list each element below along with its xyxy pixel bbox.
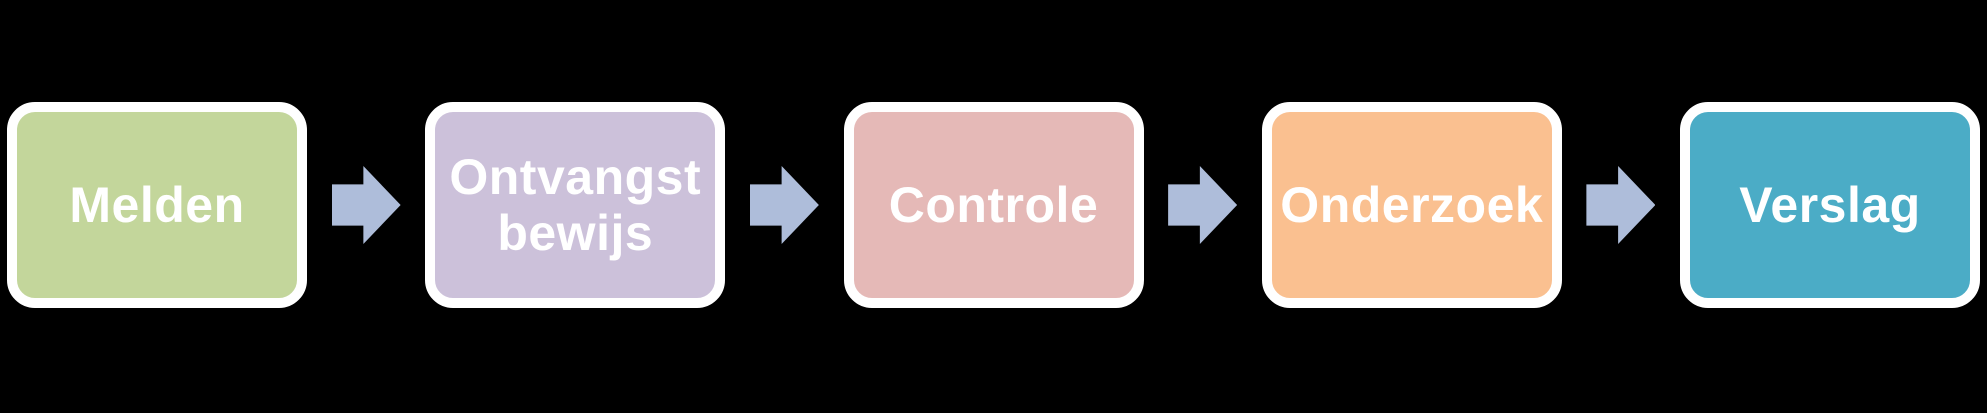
arrow-slot: [725, 102, 843, 308]
step-melden-label: Melden: [69, 177, 245, 233]
arrow-slot: [1144, 102, 1262, 308]
step-verslag: Verslag: [1680, 102, 1980, 308]
step-ontvangstbewijs-label: Ontvangst bewijs: [449, 149, 702, 261]
right-arrow-icon: [1168, 166, 1238, 244]
step-onderzoek-label: Onderzoek: [1280, 177, 1544, 233]
right-arrow-icon: [331, 166, 401, 244]
step-controle: Controle: [843, 102, 1144, 308]
right-arrow-icon: [749, 166, 819, 244]
arrow-slot: [1562, 102, 1680, 308]
step-controle-label: Controle: [888, 177, 1099, 233]
step-ontvangstbewijs: Ontvangst bewijs: [425, 102, 726, 308]
step-onderzoek: Onderzoek: [1261, 102, 1562, 308]
step-verslag-label: Verslag: [1739, 177, 1921, 233]
flow-row: Melden Ontvangst bewijs Controle Onderzo…: [7, 102, 1980, 308]
right-arrow-icon: [1586, 166, 1656, 244]
arrow-slot: [307, 102, 425, 308]
step-melden: Melden: [7, 102, 307, 308]
